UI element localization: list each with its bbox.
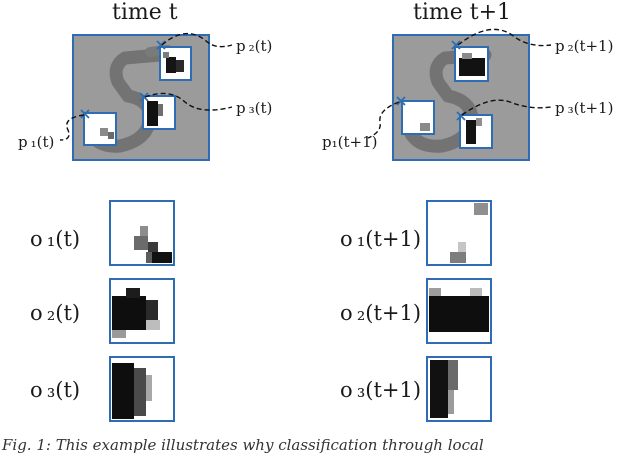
patch-label-o3-t1: o ₃(t+1) — [340, 378, 422, 402]
patch-o1-t1 — [426, 200, 492, 266]
patch-o2-t — [109, 278, 175, 344]
marker-p1-t1 — [396, 96, 406, 106]
crop-box-p3-t — [142, 95, 176, 130]
leader-p1-t1 — [367, 101, 400, 139]
leader-lines-t — [59, 32, 233, 141]
crop-box-p2-t — [159, 46, 192, 81]
patch-o2-t1 — [426, 278, 492, 344]
patch-o1-t — [109, 200, 175, 266]
point-label-p1-t1: p₁(t+1) — [322, 133, 378, 151]
point-label-p3-t1: p ₃(t+1) — [555, 99, 614, 117]
patch-label-o3-t: o ₃(t) — [30, 378, 81, 402]
position-markers-t — [80, 40, 166, 119]
leader-p2-t — [161, 32, 233, 48]
panel-title-t1: time t+1 — [413, 0, 512, 25]
patch-label-o2-t: o ₂(t) — [30, 301, 81, 325]
marker-p3-t — [139, 92, 149, 102]
leader-p2-t1 — [457, 28, 552, 47]
patch-label-o1-t: o ₁(t) — [30, 227, 81, 251]
marker-p1-t — [80, 109, 90, 119]
point-label-p2-t1: p ₂(t+1) — [555, 37, 614, 55]
leader-lines-t1 — [367, 28, 552, 139]
figure-caption: Fig. 1: This example illustrates why cla… — [2, 436, 484, 454]
patch-label-o1-t1: o ₁(t+1) — [340, 227, 422, 251]
crop-box-p1-t — [83, 112, 117, 146]
point-label-p2-t: p ₂(t) — [236, 37, 273, 55]
panel-title-t: time t — [112, 0, 178, 25]
leader-p1-t — [59, 114, 85, 141]
crop-box-p3-t1 — [459, 114, 493, 149]
marker-p2-t — [156, 40, 166, 50]
patch-label-o2-t1: o ₂(t+1) — [340, 301, 422, 325]
point-label-p1-t: p ₁(t) — [18, 133, 55, 151]
crop-box-p1-t1 — [401, 100, 435, 135]
crop-box-p2-t1 — [454, 46, 489, 82]
patch-o3-t — [109, 356, 175, 422]
patch-o3-t1 — [426, 356, 492, 422]
marker-p2-t1 — [451, 40, 461, 50]
leader-p3-t — [144, 92, 233, 111]
position-markers-t1 — [396, 40, 466, 121]
point-label-p3-t: p ₃(t) — [236, 99, 273, 117]
leader-p3-t1 — [461, 99, 552, 116]
